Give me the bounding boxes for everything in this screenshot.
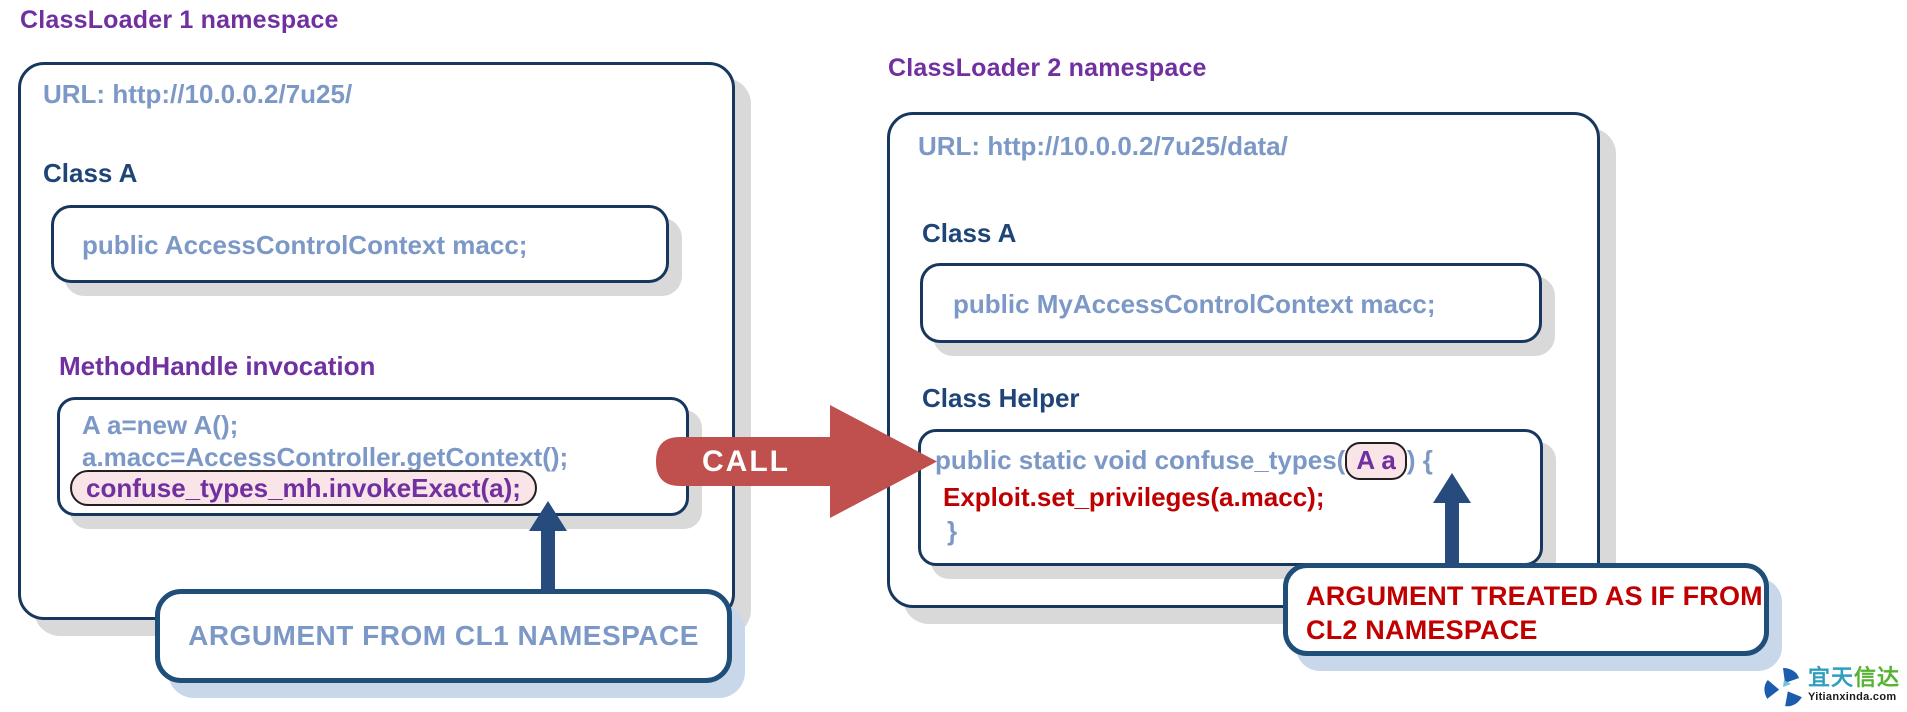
code-line-2: a.macc=AccessController.getContext(); [82, 442, 569, 472]
cl2-annotation-line1: ARGUMENT TREATED AS IF FROM [1306, 581, 1763, 611]
cl2-annotation-line2: CL2 NAMESPACE [1306, 615, 1538, 645]
classloader2-class-a-code: public MyAccessControlContext macc; [953, 289, 1436, 319]
classloader2-box: URL: http://10.0.0.2/7u25/data/ Class A … [887, 112, 1600, 608]
helper-line-2-exploit: Exploit.set_privileges(a.macc); [943, 482, 1325, 512]
invocation-code-box: A a=new A(); a.macc=AccessController.get… [57, 397, 689, 516]
classloader2-class-a-heading: Class A [922, 218, 1017, 248]
methodhandle-invocation-heading: MethodHandle invocation [59, 351, 376, 381]
watermark-cn-text: 宜天信达 [1808, 666, 1900, 690]
cl1-annotation-text: ARGUMENT FROM CL1 NAMESPACE [188, 620, 699, 651]
invoke-exact-highlight: confuse_types_mh.invokeExact(a); [70, 470, 537, 506]
argument-highlight: A a [1345, 442, 1407, 480]
code-line-3-wrap: confuse_types_mh.invokeExact(a); [70, 470, 537, 506]
watermark-cn-blue: 宜天 [1808, 665, 1855, 690]
call-arrow-label: CALL [702, 445, 790, 478]
classloader1-box: URL: http://10.0.0.2/7u25/ Class A publi… [18, 62, 735, 620]
helper-line-1-suffix: ) { [1406, 445, 1433, 475]
cl2-annotation-box: ARGUMENT TREATED AS IF FROM CL2 NAMESPAC… [1283, 563, 1769, 656]
helper-line-1: public static void confuse_types(A a) { [935, 442, 1433, 480]
classloader1-title: ClassLoader 1 namespace [20, 6, 339, 34]
yitianxinda-logo-icon [1764, 668, 1802, 707]
classloader2-title: ClassLoader 2 namespace [888, 54, 1207, 82]
code-line-1: A a=new A(); [82, 410, 239, 440]
cl2-argument-pointer-icon [1433, 473, 1471, 567]
classloader1-class-a-box: public AccessControlContext macc; [51, 205, 669, 283]
call-arrow-icon [656, 405, 937, 518]
watermark-domain: Yitianxinda.com [1808, 691, 1897, 703]
classloader1-class-a-code: public AccessControlContext macc; [82, 230, 528, 260]
classloader2-class-a-box: public MyAccessControlContext macc; [920, 263, 1542, 343]
cl1-argument-pointer-icon [529, 501, 567, 592]
helper-code-box: public static void confuse_types(A a) { … [918, 429, 1543, 566]
helper-line-1-prefix: public static void confuse_types( [935, 445, 1346, 475]
classloader1-url: URL: http://10.0.0.2/7u25/ [43, 79, 353, 109]
classloader2-url: URL: http://10.0.0.2/7u25/data/ [918, 131, 1288, 161]
classloader1-class-a-heading: Class A [43, 158, 138, 188]
cl2-annotation-text: ARGUMENT TREATED AS IF FROM CL2 NAMESPAC… [1288, 568, 1764, 647]
helper-line-3: } [947, 516, 958, 546]
class-helper-heading: Class Helper [922, 383, 1080, 413]
cl1-annotation-box: ARGUMENT FROM CL1 NAMESPACE [155, 589, 732, 683]
watermark-cn-green: 信达 [1854, 665, 1901, 690]
